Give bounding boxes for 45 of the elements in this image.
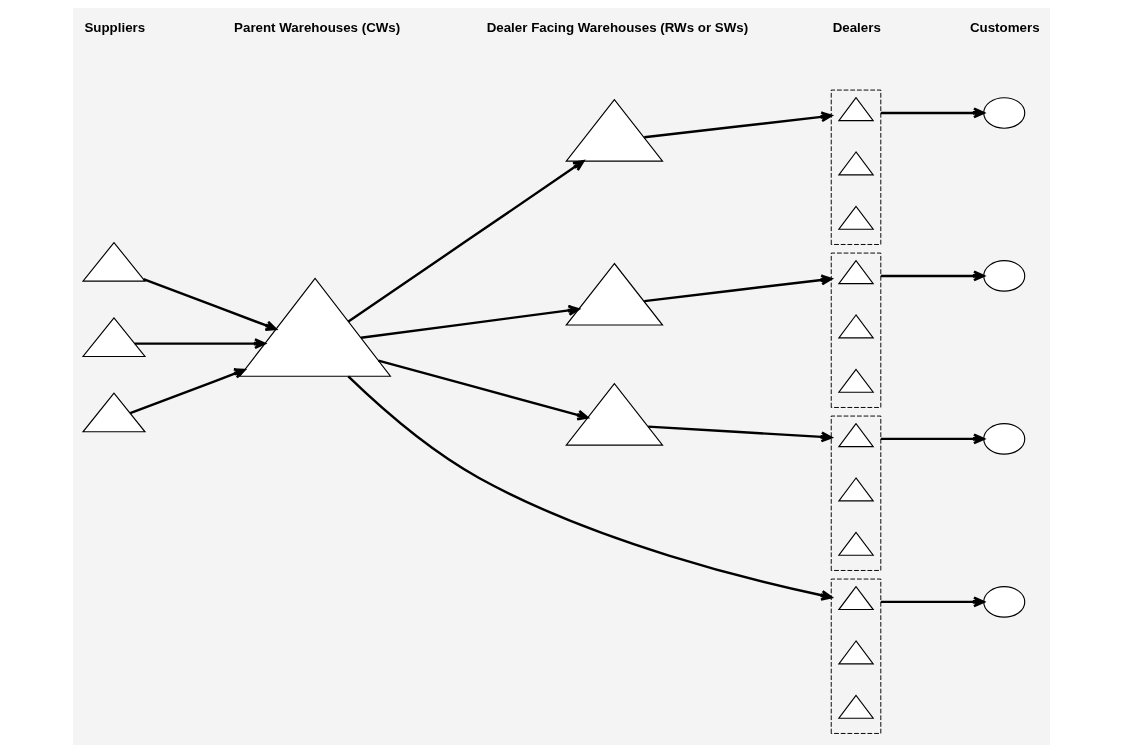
node-triangle: [565, 382, 664, 446]
node-triangle: [837, 314, 875, 339]
node-triangle: [81, 316, 147, 358]
arrow: [347, 375, 833, 601]
node-triangle: [837, 585, 875, 611]
arrow: [129, 368, 246, 415]
node-triangle: [837, 640, 875, 665]
label: Suppliers: [84, 19, 146, 35]
node-triangle: [81, 241, 147, 282]
arrow: [134, 338, 266, 350]
label: Customers: [969, 19, 1040, 35]
arrow: [644, 274, 833, 303]
arrow: [360, 304, 580, 339]
cluster: [830, 252, 882, 408]
node-triangle: [837, 151, 875, 176]
label: Dealers: [832, 19, 881, 35]
node-triangle: [837, 368, 875, 393]
arrow: [880, 433, 985, 445]
arrow: [347, 159, 585, 323]
node-circle: [983, 97, 1026, 129]
node-triangle: [837, 259, 875, 285]
arrow: [880, 270, 985, 282]
cluster: [830, 578, 882, 734]
node-triangle: [837, 96, 875, 122]
arrow: [648, 425, 833, 443]
node-triangle: [565, 98, 664, 162]
cluster: [830, 415, 882, 571]
node-circle: [983, 260, 1026, 292]
node-triangle: [238, 277, 392, 377]
label: Parent Warehouses (CWs): [234, 19, 401, 35]
node-triangle: [837, 694, 875, 719]
node-triangle: [837, 531, 875, 556]
node-triangle: [837, 477, 875, 502]
arrow: [880, 107, 985, 119]
arrow: [644, 111, 833, 139]
node-triangle: [81, 392, 147, 433]
node-triangle: [837, 205, 875, 230]
arrow: [378, 359, 589, 421]
node-triangle: [837, 422, 875, 448]
arrow: [880, 596, 985, 608]
node-circle: [983, 423, 1026, 455]
cluster: [830, 89, 882, 245]
arrow: [143, 278, 277, 331]
label: Dealer Facing Warehouses (RWs or SWs): [486, 19, 749, 35]
node-circle: [983, 586, 1026, 618]
